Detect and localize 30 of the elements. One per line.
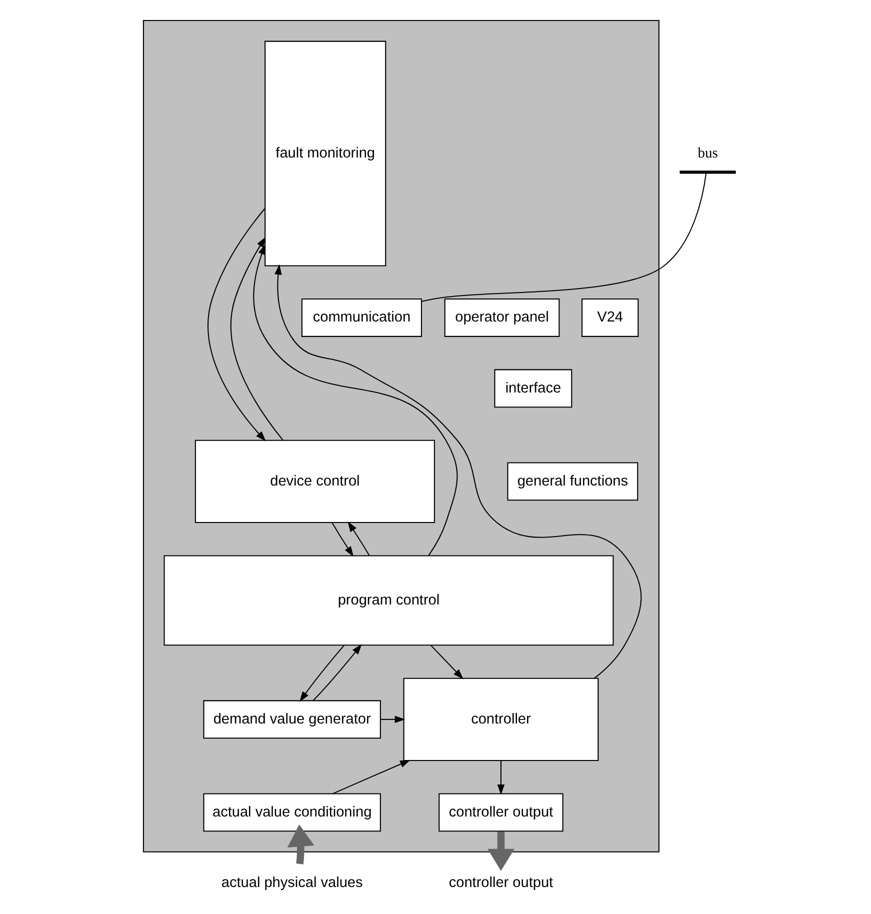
node-box: interface: [494, 369, 572, 408]
node-box: device control: [194, 440, 435, 523]
arrow: [348, 521, 370, 556]
arrow: [274, 264, 642, 679]
node-text: actual physical values: [221, 874, 363, 891]
node-box: operator panel: [444, 298, 560, 337]
arrow: [332, 760, 410, 794]
arrow: [253, 244, 458, 556]
arrow: [312, 644, 362, 701]
arrow: [430, 644, 464, 680]
node-text: controller output: [448, 874, 554, 891]
arrow: [380, 716, 406, 724]
node-box: fault monitoring: [264, 40, 386, 266]
node-text: bus: [698, 145, 718, 162]
node-box: V24: [582, 298, 639, 337]
arrow: [287, 824, 314, 864]
node-box: general functions: [507, 462, 638, 501]
arrow: [230, 236, 284, 441]
node-box: communication: [301, 298, 422, 337]
arrow: [208, 208, 266, 442]
node-box: controller: [403, 678, 599, 761]
arrow: [487, 831, 514, 871]
connector: [421, 172, 707, 302]
node-box: controller output: [438, 793, 564, 832]
node-box: demand value generator: [203, 700, 381, 739]
arrow: [300, 644, 345, 702]
arrow: [332, 522, 354, 557]
arrow: [497, 760, 505, 795]
node-box: program control: [164, 555, 614, 646]
node-box: actual value conditioning: [203, 793, 381, 832]
